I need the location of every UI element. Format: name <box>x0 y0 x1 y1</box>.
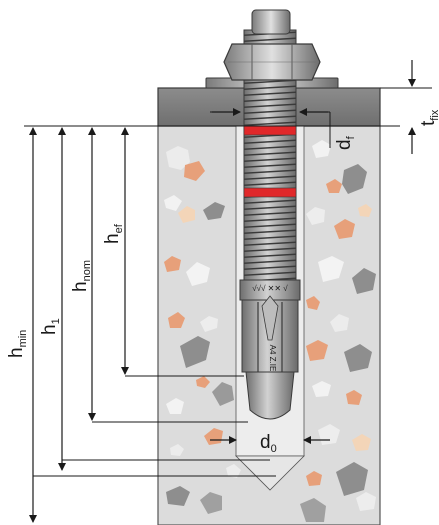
expansion-cone <box>245 371 295 420</box>
aggregate-stone <box>178 206 195 223</box>
aggregate-stone <box>170 444 184 456</box>
aggregate-stone <box>346 390 362 405</box>
dimension-lines <box>24 87 432 477</box>
depth-mark-top <box>243 125 297 136</box>
label-d-0-main: d <box>260 432 271 453</box>
aggregate-stone <box>342 164 367 194</box>
label-d-f: df <box>334 135 357 150</box>
label-t-fix: tfix <box>418 109 439 126</box>
label-t-fix-main: t <box>418 120 439 126</box>
aggregate-stone <box>180 336 210 368</box>
rod-end <box>251 9 291 35</box>
aggregate-stone <box>212 382 234 406</box>
aggregate-stone <box>166 398 184 414</box>
aggregate-stone <box>352 434 371 451</box>
drill-hole-tip <box>235 455 305 491</box>
aggregate-stone <box>203 202 225 220</box>
label-d-f-main: d <box>334 139 355 150</box>
depth-mark-bottom <box>243 187 297 198</box>
aggregate-stone <box>200 316 218 332</box>
label-h-ef-sub: ef <box>113 223 125 233</box>
aggregate-stone <box>200 492 222 514</box>
aggregate-stone <box>312 140 331 158</box>
label-h-nom: hnom <box>70 260 93 292</box>
aggregate-stone <box>196 376 210 388</box>
aggregate-stone <box>326 179 342 193</box>
aggregate-stone <box>164 256 181 272</box>
aggregate-stone <box>358 204 372 217</box>
label-h-nom-sub: nom <box>81 260 93 281</box>
label-d-f-sub: f <box>345 135 357 139</box>
label-t-fix-sub: fix <box>429 109 439 121</box>
aggregate-stone <box>204 428 223 445</box>
aggregate-stone <box>306 340 328 361</box>
label-h-1-main: h <box>39 324 60 335</box>
aggregate-stone <box>166 486 190 506</box>
aggregate-stone <box>164 195 182 211</box>
aggregate-stone <box>318 256 344 282</box>
aggregate-stone <box>186 262 210 286</box>
aggregate-stone <box>312 381 331 397</box>
label-h-1: h1 <box>39 318 62 335</box>
label-h-ef-main: h <box>102 233 123 244</box>
dimension-arrows <box>29 60 416 523</box>
aggregate-stone <box>184 161 205 181</box>
aggregate-stone <box>300 498 326 522</box>
aggregate-stone <box>356 492 376 511</box>
sleeve-marking-code: A4 Z.IE <box>268 345 277 372</box>
aggregate-stone <box>226 464 241 478</box>
aggregate-stone <box>330 314 349 332</box>
hex-nut <box>223 43 321 81</box>
aggregate-stone <box>336 462 368 496</box>
label-h-1-sub: 1 <box>50 318 62 324</box>
label-h-min-main: h <box>6 347 27 358</box>
expansion-sleeve <box>239 279 301 373</box>
label-h-min: hmin <box>6 330 29 358</box>
aggregate-stone <box>306 207 325 225</box>
aggregate-stone <box>344 344 372 372</box>
label-d-0: d0 <box>260 432 277 455</box>
aggregate-stone <box>352 268 376 294</box>
label-h-nom-main: h <box>70 281 91 292</box>
aggregate-stone <box>306 471 322 486</box>
aggregate-stone <box>166 146 190 170</box>
aggregate-stone <box>334 219 355 239</box>
sleeve-marking-top: √√√ ✕✕ √ <box>252 284 288 293</box>
label-h-min-sub: min <box>17 330 29 348</box>
aggregate-stone <box>168 312 185 328</box>
label-d-0-sub: 0 <box>271 443 277 455</box>
aggregate-stone <box>306 296 320 310</box>
label-h-ef: hef <box>102 223 125 244</box>
